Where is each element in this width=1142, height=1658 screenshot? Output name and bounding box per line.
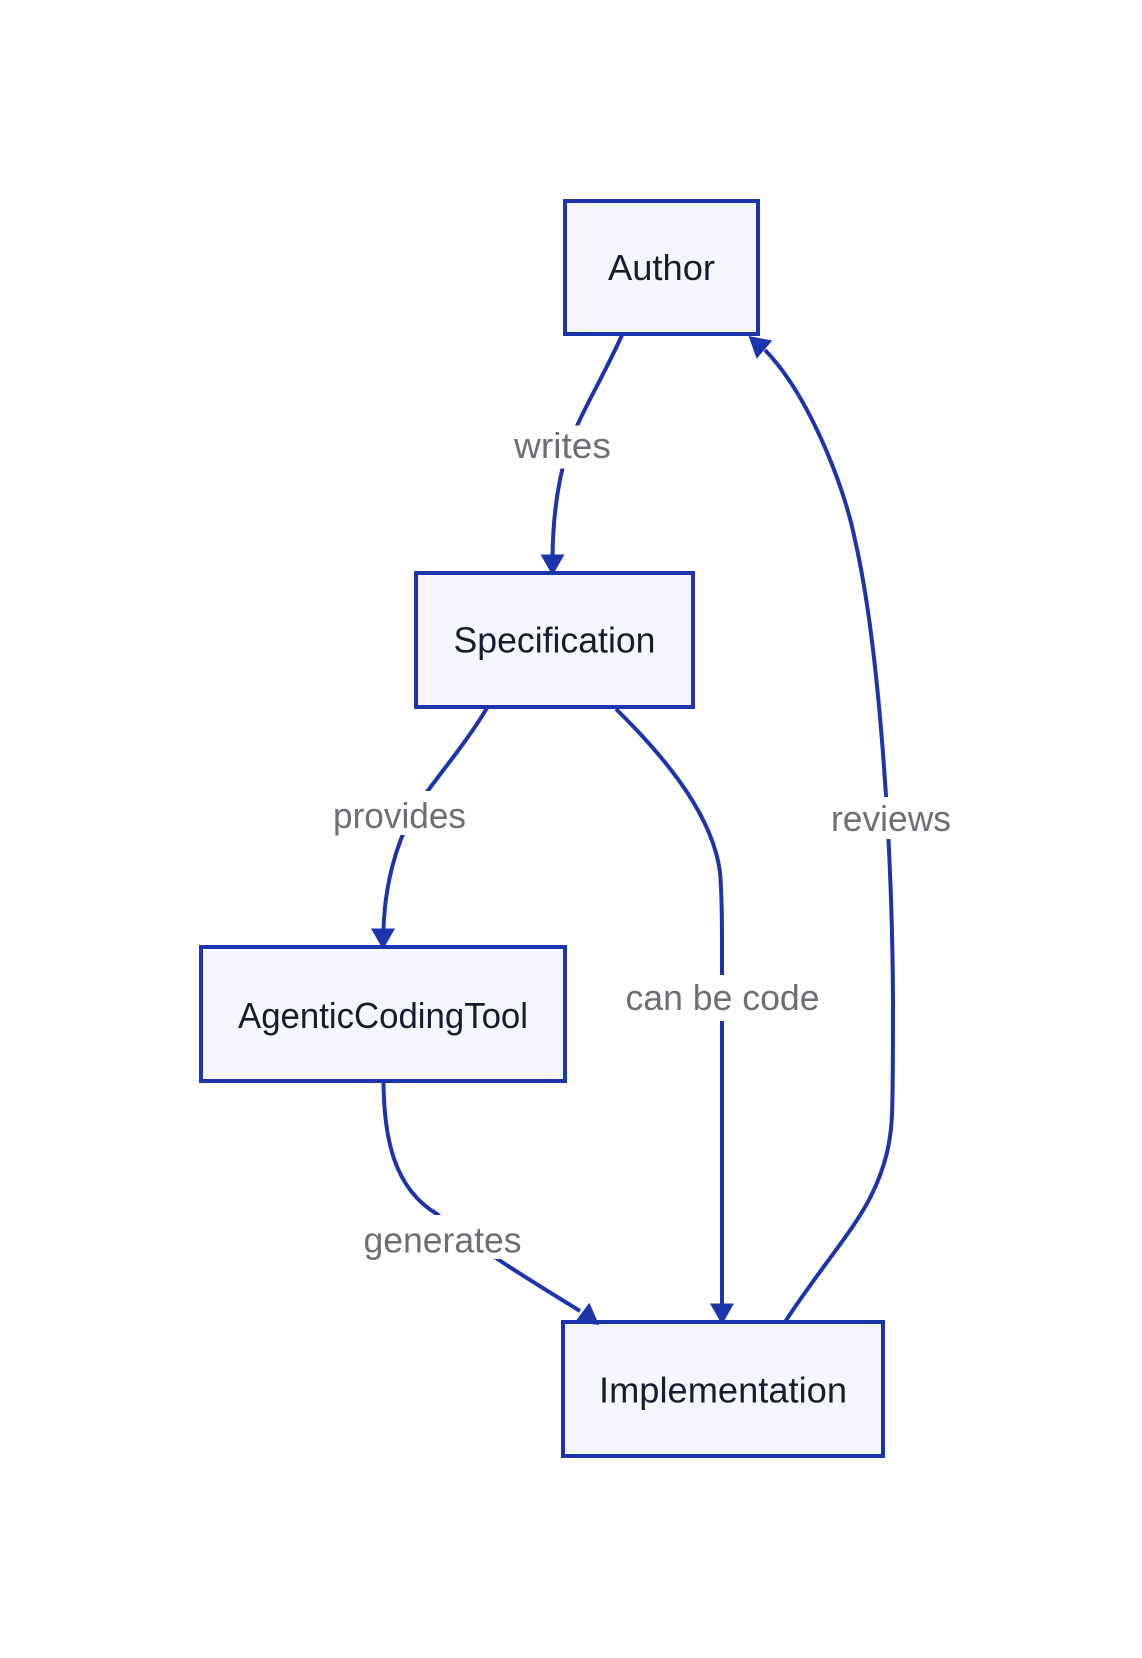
svg-text:reviews: reviews: [831, 798, 951, 839]
svg-text:generates: generates: [364, 1220, 522, 1261]
svg-text:can be code: can be code: [626, 977, 820, 1018]
svg-text:provides: provides: [333, 795, 466, 836]
svg-text:writes: writes: [513, 425, 611, 466]
svg-text:Author: Author: [608, 247, 715, 288]
svg-text:Specification: Specification: [454, 620, 656, 661]
svg-text:AgenticCodingTool: AgenticCodingTool: [238, 995, 528, 1036]
svg-text:Implementation: Implementation: [599, 1370, 847, 1411]
